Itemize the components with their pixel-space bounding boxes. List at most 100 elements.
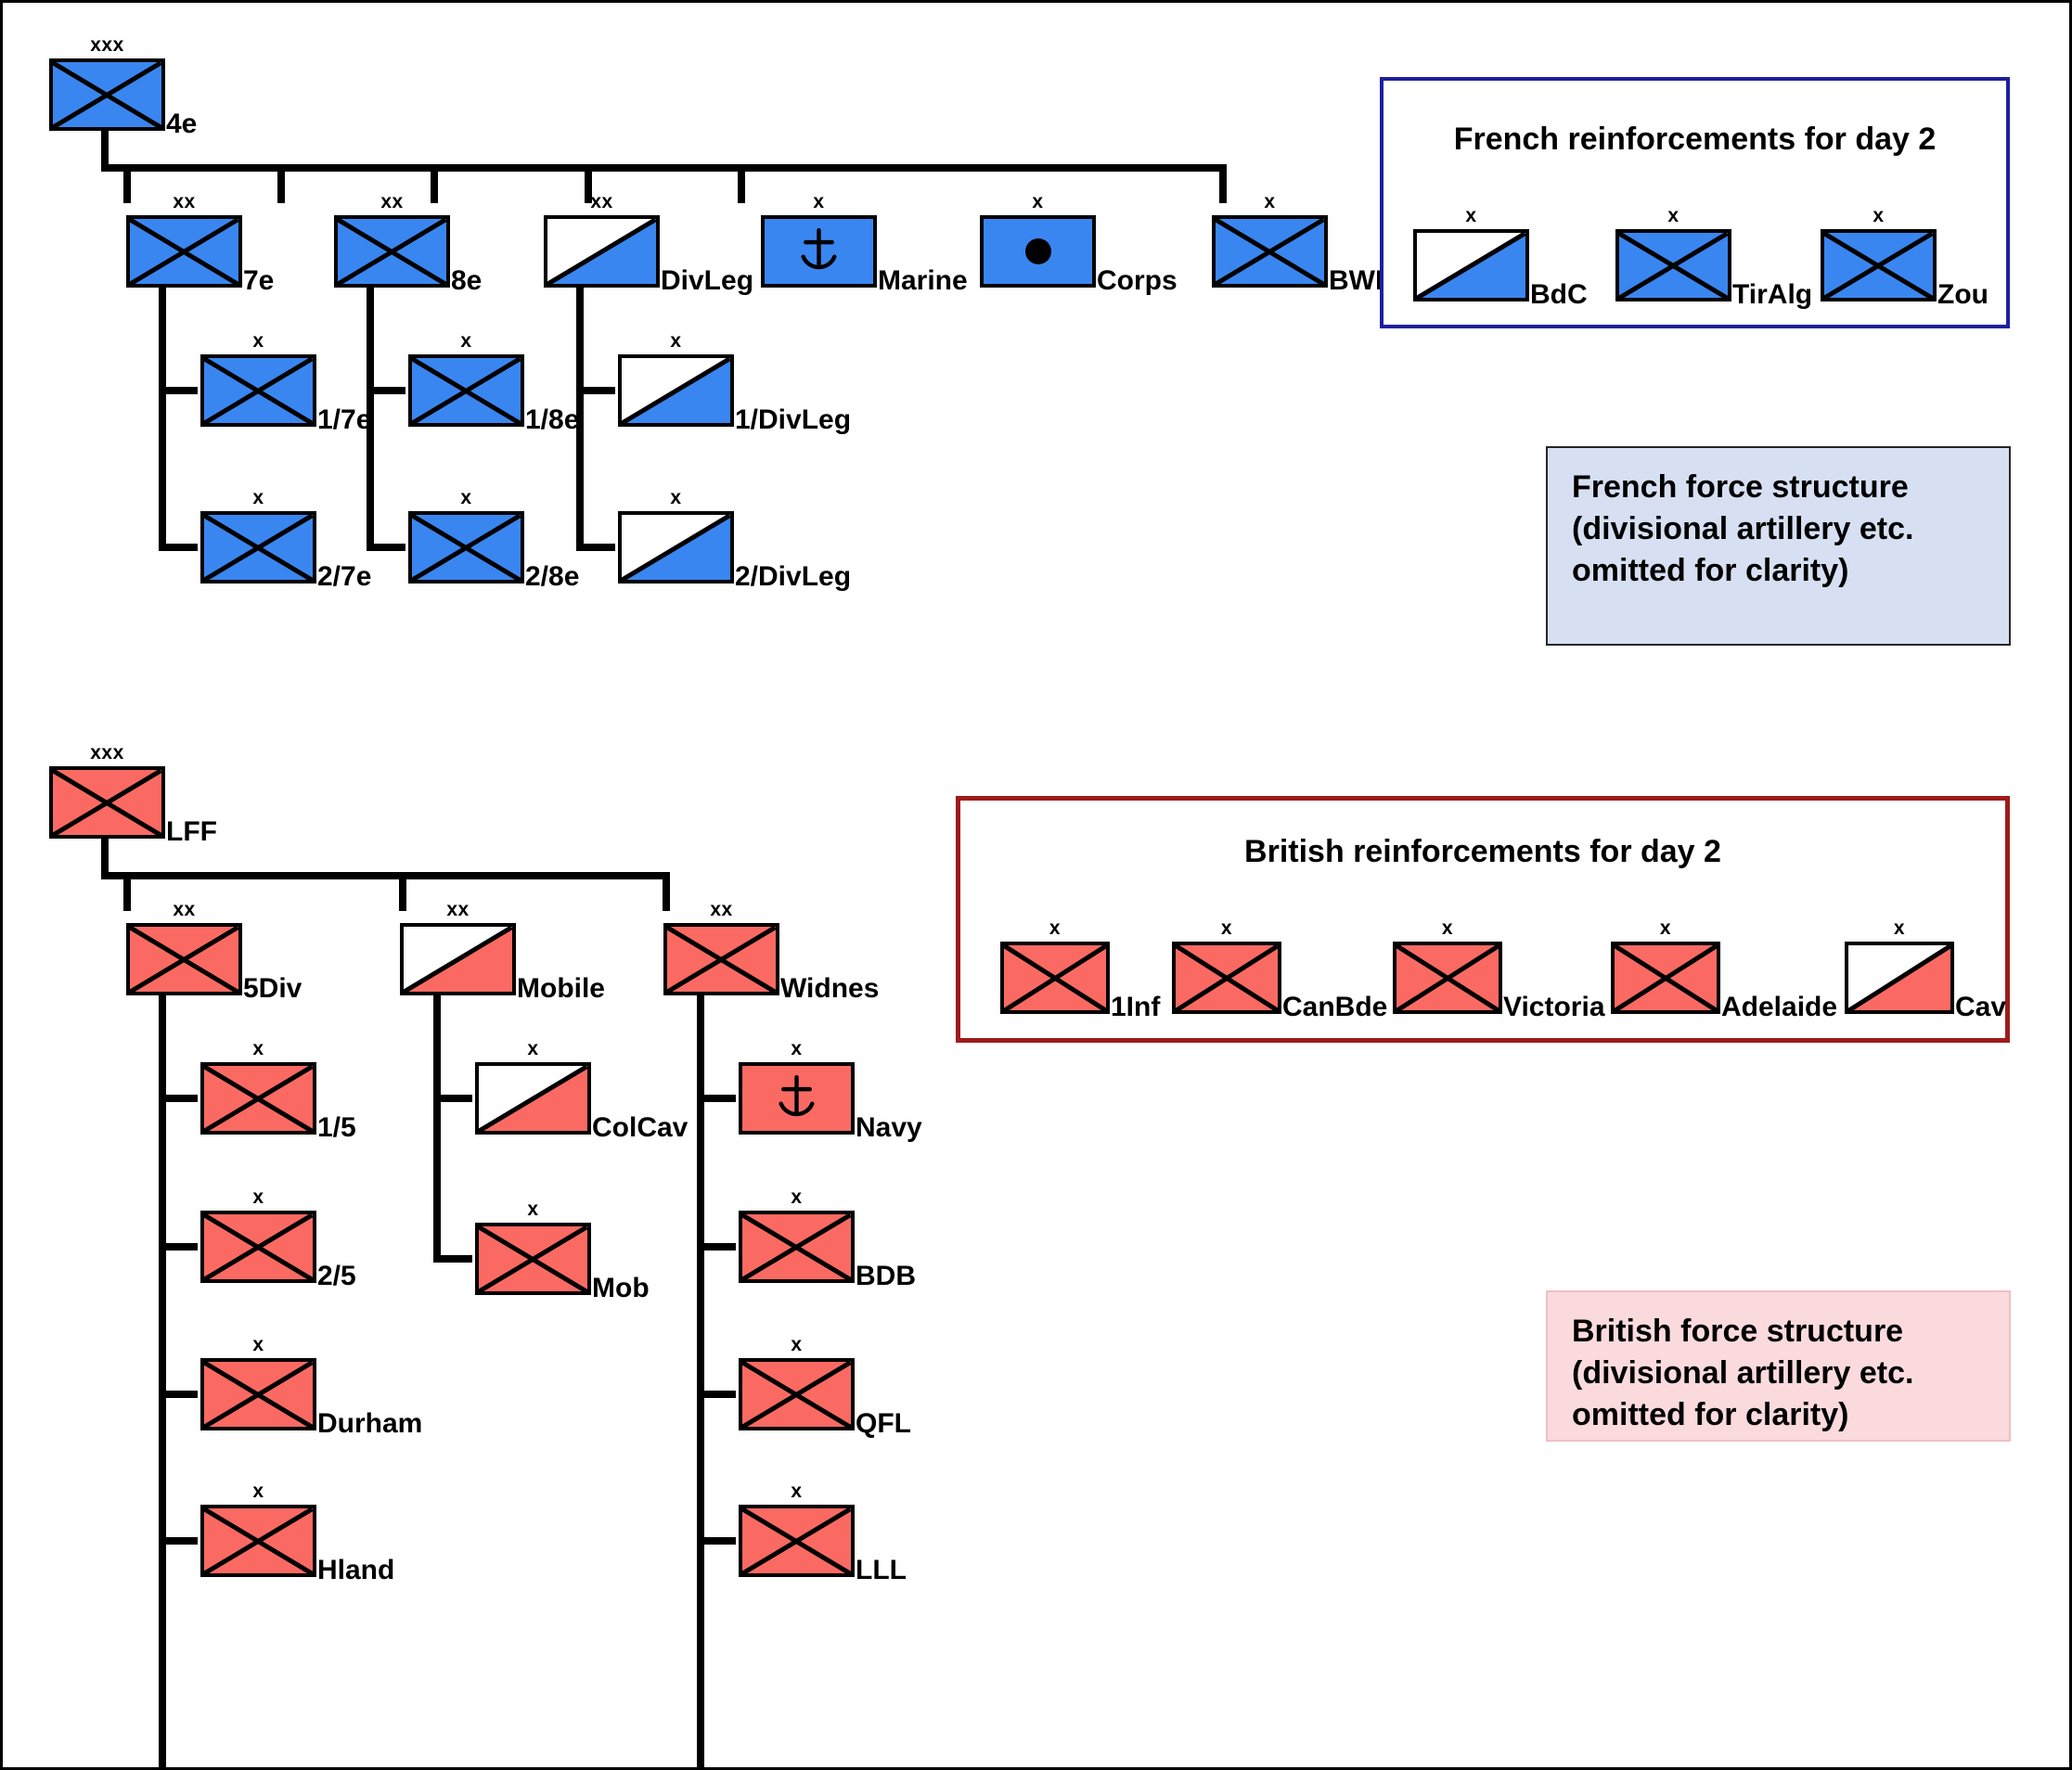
echelon-marker: x xyxy=(813,191,825,212)
echelon-marker: x xyxy=(1873,205,1885,226)
french-structure-note: French force structure (divisional artil… xyxy=(1546,446,2011,646)
connector-drop xyxy=(585,164,592,203)
unit-symbol-infantry xyxy=(200,1505,316,1577)
echelon-marker: x xyxy=(1049,917,1062,939)
unit-label: Mobile xyxy=(517,973,605,1004)
unit-label: Corps xyxy=(1097,265,1178,296)
connector-vertical xyxy=(576,288,584,551)
unit-label: 1/8e xyxy=(525,404,580,435)
echelon-marker: x xyxy=(252,330,264,352)
echelon-marker: xx xyxy=(173,899,196,920)
connector-drop xyxy=(399,872,406,911)
connector-tick xyxy=(697,1537,736,1545)
unit-symbol-cavalry xyxy=(544,215,660,288)
unit-label: Victoria xyxy=(1503,992,1605,1022)
unit-symbol-infantry xyxy=(200,1358,316,1430)
unit-symbol-cavalry xyxy=(475,1062,591,1135)
echelon-marker: x xyxy=(1465,205,1477,226)
unit-label: QFL xyxy=(856,1408,911,1439)
unit-label: LLL xyxy=(856,1555,907,1585)
british-structure-note: British force structure (divisional arti… xyxy=(1546,1290,2011,1442)
connector-tick xyxy=(159,1537,198,1545)
unit-symbol-infantry xyxy=(739,1211,855,1283)
anchor-icon xyxy=(765,219,873,284)
connector-tick xyxy=(159,387,198,394)
connector-vertical xyxy=(101,131,109,168)
unit-label: TirAlg xyxy=(1732,279,1813,310)
unit-symbol-infantry xyxy=(663,923,779,995)
unit-symbol-infantry xyxy=(200,1211,316,1283)
echelon-marker: x xyxy=(791,1038,803,1059)
unit-symbol-infantry xyxy=(739,1505,855,1577)
connector-tick xyxy=(697,1095,736,1102)
connector-drop xyxy=(1219,164,1227,203)
unit-symbol-infantry xyxy=(1212,215,1328,288)
connector-vertical xyxy=(697,995,704,1767)
echelon-marker: xx xyxy=(446,899,470,920)
unit-symbol-infantry xyxy=(1615,229,1731,301)
unit-symbol-infantry xyxy=(1172,942,1281,1014)
unit-symbol-infantry xyxy=(200,1062,316,1135)
echelon-marker: x xyxy=(252,1481,264,1502)
anchor-icon xyxy=(742,1066,851,1131)
unit-label: DivLeg xyxy=(661,265,754,296)
unit-symbol-cavalry xyxy=(400,923,516,995)
echelon-marker: xx xyxy=(380,191,404,212)
unit-symbol-cavalry xyxy=(618,511,734,584)
connector-tick xyxy=(159,1391,198,1398)
unit-label: 1/DivLeg xyxy=(735,404,852,435)
echelon-marker: x xyxy=(1893,917,1906,939)
unit-symbol-cavalry xyxy=(618,354,734,427)
echelon-marker: x xyxy=(1264,191,1276,212)
echelon-marker: xx xyxy=(173,191,196,212)
unit-symbol-infantry xyxy=(49,766,165,839)
unit-label: BdC xyxy=(1530,279,1588,310)
connector-tick xyxy=(367,387,405,394)
unit-symbol-cavalry xyxy=(1845,942,1954,1014)
echelon-marker: xx xyxy=(590,191,613,212)
echelon-marker: x xyxy=(1659,917,1672,939)
connector-vertical xyxy=(159,995,166,1767)
unit-label: ColCav xyxy=(592,1112,689,1143)
connector-tick xyxy=(159,1095,198,1102)
echelon-marker: x xyxy=(1220,917,1233,939)
